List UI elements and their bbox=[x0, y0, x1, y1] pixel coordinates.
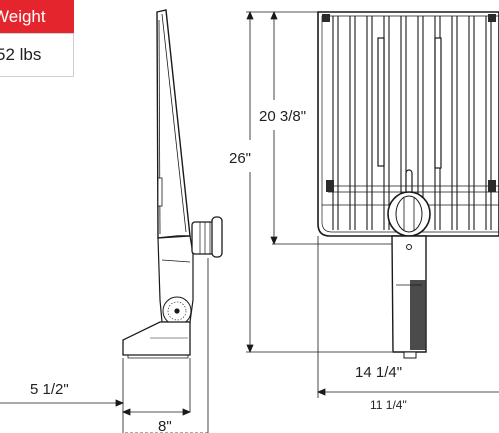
side-angle-dial bbox=[162, 296, 192, 326]
weight-header: Weight bbox=[0, 0, 74, 33]
front-dimensions bbox=[246, 10, 499, 398]
front-view bbox=[317, 11, 499, 359]
front-housing bbox=[317, 11, 499, 237]
weight-value: 52 lbs bbox=[0, 33, 74, 77]
side-knuckle bbox=[191, 216, 223, 258]
front-knuckle bbox=[387, 191, 431, 237]
side-view bbox=[122, 9, 223, 359]
dim-height-total: 26" bbox=[229, 150, 251, 167]
dim-width-front: 14 1/4" bbox=[355, 364, 402, 381]
dim-height-head: 20 3/8" bbox=[259, 108, 306, 125]
dim-width-front-lower: 11 1/4" bbox=[370, 398, 407, 412]
side-slip-fitter bbox=[122, 321, 191, 356]
dim-width-front-lower-clip: 11 1/4" bbox=[370, 398, 407, 412]
side-dimensions bbox=[0, 258, 209, 433]
dim-depth-mount: 5 1/2" bbox=[30, 381, 69, 398]
dim-depth-side: 8" bbox=[158, 418, 172, 433]
